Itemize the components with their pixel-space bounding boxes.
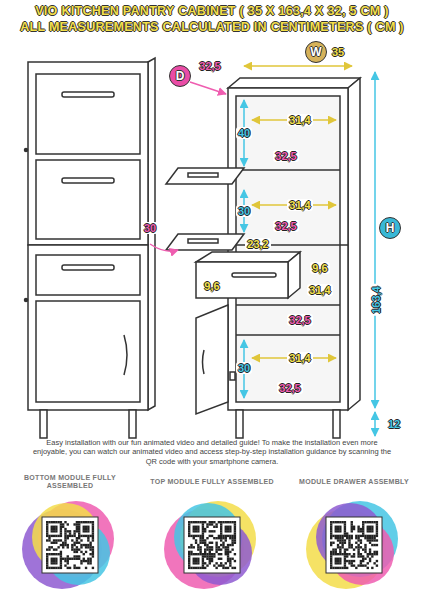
- height-dimension: 40: [236, 127, 252, 139]
- qr-caption: TOP MODULE FULLY ASSEMBLED: [146, 478, 278, 486]
- drawer-height: 9,6: [202, 280, 221, 292]
- width-dimension: 31,4: [287, 114, 312, 126]
- drawer-space-height: 9,6: [310, 262, 329, 274]
- qr-blob: [22, 501, 114, 589]
- flap-dimension: 30: [142, 222, 158, 234]
- depth-badge: D: [169, 65, 191, 87]
- badge-letter: D: [176, 70, 185, 82]
- height-dimension: 30: [236, 362, 252, 374]
- height-badge: H: [379, 217, 401, 239]
- depth-dimension: 32,5: [273, 220, 298, 232]
- badge-letter: H: [386, 222, 395, 234]
- qr-blob: [164, 501, 256, 589]
- width-dimension: 31,4: [307, 284, 332, 296]
- total-height: 163,4: [370, 284, 382, 316]
- title: VIO KITCHEN PANTRY CABINET ( 35 X 163,4 …: [35, 5, 389, 19]
- badge-letter: W: [310, 46, 321, 58]
- leg-height: 12: [386, 418, 402, 430]
- qr-caption: MODULE DRAWER ASSEMBLY: [288, 478, 420, 486]
- dimension-lines: [150, 66, 375, 436]
- width-dimension: 31,4: [287, 199, 312, 211]
- width-dimension: 31,4: [287, 352, 312, 364]
- open-cabinet: [166, 78, 360, 438]
- depth-dimension: 32,5: [277, 382, 302, 394]
- qr-caption: BOTTOM MODULE FULLY ASSEMBLED: [4, 474, 136, 489]
- width-value: 35: [330, 46, 346, 58]
- height-dimension: 30: [236, 205, 252, 217]
- closed-cabinet: [25, 58, 156, 438]
- depth-dimension: 32,5: [273, 150, 298, 162]
- drawer-width: 23,2: [245, 238, 270, 250]
- qr-codes: [22, 501, 398, 589]
- width-badge: W: [305, 41, 327, 63]
- qr-blob: [306, 501, 398, 589]
- installation-note: Easy installation with our fun animated …: [30, 438, 394, 466]
- depth-dimension: 32,5: [287, 314, 312, 326]
- subtitle: ALL MEASUREMENTS CALCULATED IN CENTIMETE…: [20, 21, 404, 35]
- depth-value: 32,5: [197, 60, 222, 72]
